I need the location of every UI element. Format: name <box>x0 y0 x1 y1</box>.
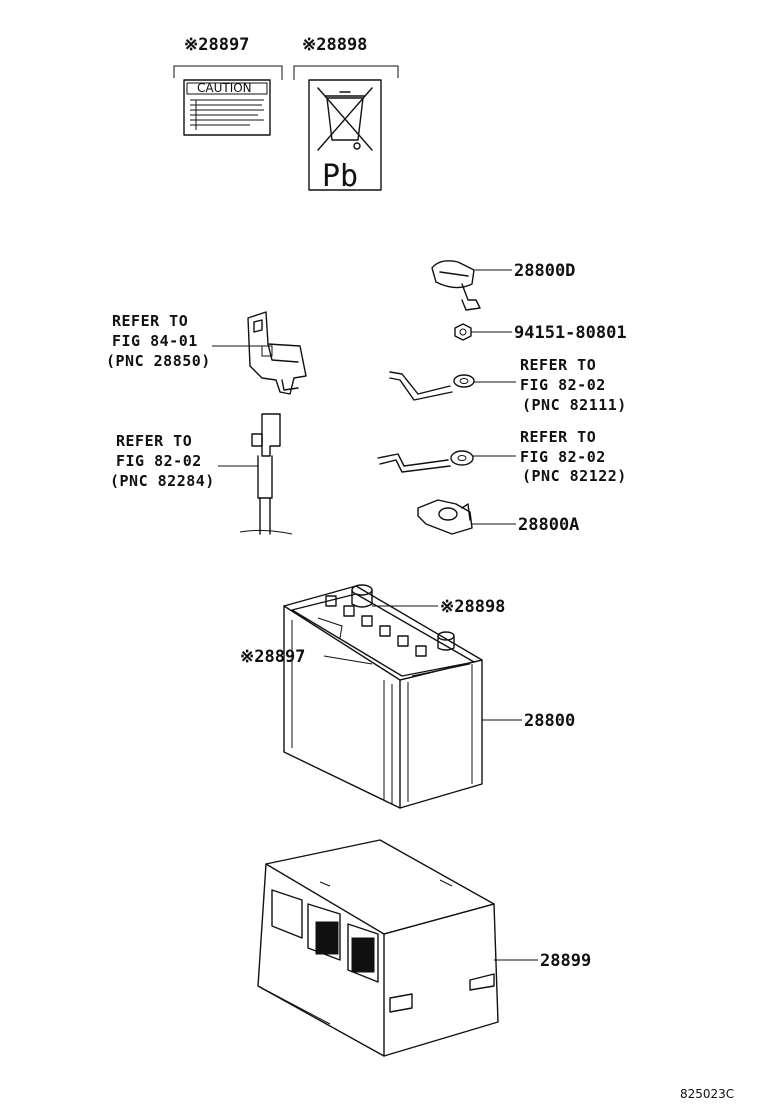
refer-fig-82-02-82122[interactable]: REFER TO FIG 82-02 (PNC 82122) <box>520 428 627 485</box>
label-94151-80801: 94151-80801 <box>514 323 627 343</box>
label-28897-battery: ※28897 <box>240 647 305 667</box>
battery-28800[interactable]: ※28898 ※28897 28800 <box>240 584 575 809</box>
label-28800D: 28800D <box>514 261 575 281</box>
svg-text:FIG 84-01: FIG 84-01 <box>112 332 198 350</box>
crossed-bin-icon <box>326 97 364 141</box>
fuse-bracket-assembly[interactable] <box>212 311 307 395</box>
pb-text: Pb <box>322 159 358 194</box>
bracket-28897 <box>173 65 283 80</box>
nut-icon <box>454 323 472 341</box>
battery-tray-28899[interactable]: 28899 <box>257 839 591 1057</box>
label-28897-top: ※28897 <box>184 35 249 55</box>
label-28800: 28800 <box>524 711 575 731</box>
svg-text:(PNC 28850): (PNC 28850) <box>106 352 211 370</box>
svg-text:(PNC 82111): (PNC 82111) <box>522 396 627 414</box>
recycle-label-group[interactable]: ※28898 Pb <box>293 35 399 194</box>
refer-fig-82-02-82111[interactable]: REFER TO FIG 82-02 (PNC 82111) <box>520 356 627 414</box>
svg-text:REFER TO: REFER TO <box>112 312 188 330</box>
svg-text:REFER TO: REFER TO <box>520 428 596 446</box>
svg-text:(PNC 82122): (PNC 82122) <box>522 467 627 485</box>
label-28800A: 28800A <box>518 515 579 535</box>
label-28898-battery: ※28898 <box>440 597 505 617</box>
cable-upper[interactable] <box>389 371 516 401</box>
bracket-28898 <box>293 65 399 80</box>
caution-label-group[interactable]: ※28897 CAUTION <box>173 35 283 136</box>
svg-text:FIG 82-02: FIG 82-02 <box>520 448 606 466</box>
caution-label-text: CAUTION <box>197 81 252 95</box>
refer-fig-82-02-82284[interactable]: REFER TO FIG 82-02 (PNC 82284) <box>110 432 215 490</box>
diagram-code: 825023C <box>680 1087 734 1101</box>
label-28899: 28899 <box>540 951 591 971</box>
nut-94151-80801[interactable]: 94151-80801 <box>454 323 627 343</box>
battery-cover-clamp-28800D[interactable]: 28800D <box>431 260 575 311</box>
svg-text:REFER TO: REFER TO <box>520 356 596 374</box>
svg-text:REFER TO: REFER TO <box>116 432 192 450</box>
recycle-label-icon <box>308 79 382 191</box>
negative-cable-left[interactable] <box>218 413 293 535</box>
svg-text:FIG 82-02: FIG 82-02 <box>520 376 606 394</box>
refer-fig-84-01[interactable]: REFER TO FIG 84-01 (PNC 28850) <box>106 312 211 370</box>
cable-lower[interactable] <box>377 450 516 473</box>
terminal-clamp-28800A[interactable]: 28800A <box>417 499 579 535</box>
svg-text:FIG 82-02: FIG 82-02 <box>116 452 202 470</box>
caution-label-icon <box>183 79 271 136</box>
svg-text:(PNC 82284): (PNC 82284) <box>110 472 215 490</box>
label-28898-top: ※28898 <box>302 35 367 55</box>
